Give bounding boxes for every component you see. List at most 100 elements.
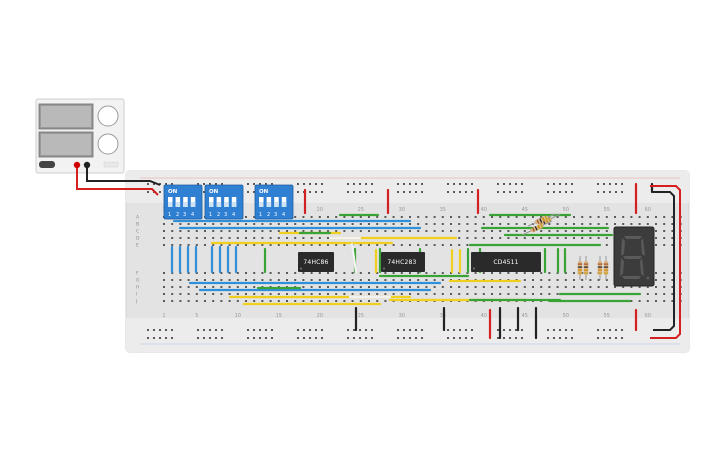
terminal-hole[interactable] bbox=[269, 237, 272, 239]
terminal-hole[interactable] bbox=[581, 237, 584, 239]
terminal-hole[interactable] bbox=[433, 223, 436, 225]
terminal-hole[interactable] bbox=[441, 272, 444, 274]
terminal-hole[interactable] bbox=[359, 286, 362, 288]
terminal-hole[interactable] bbox=[548, 237, 551, 239]
terminal-hole[interactable] bbox=[294, 293, 297, 295]
rail-hole[interactable] bbox=[565, 337, 567, 339]
terminal-hole[interactable] bbox=[294, 216, 297, 218]
rail-hole[interactable] bbox=[365, 329, 367, 331]
terminal-hole[interactable] bbox=[417, 244, 420, 246]
rail-hole[interactable] bbox=[565, 329, 567, 331]
terminal-hole[interactable] bbox=[269, 223, 272, 225]
terminal-hole[interactable] bbox=[261, 279, 264, 281]
terminal-hole[interactable] bbox=[195, 244, 198, 246]
terminal-hole[interactable] bbox=[351, 293, 354, 295]
terminal-hole[interactable] bbox=[655, 223, 657, 225]
rail-hole[interactable] bbox=[421, 183, 423, 185]
terminal-hole[interactable] bbox=[573, 223, 575, 225]
rail-hole[interactable] bbox=[397, 183, 399, 185]
terminal-hole[interactable] bbox=[163, 230, 165, 232]
rail-hole[interactable] bbox=[153, 329, 155, 331]
terminal-hole[interactable] bbox=[359, 230, 362, 232]
terminal-hole[interactable] bbox=[655, 300, 657, 302]
terminal-hole[interactable] bbox=[425, 244, 428, 246]
rail-hole[interactable] bbox=[565, 191, 567, 193]
terminal-hole[interactable] bbox=[540, 286, 543, 288]
rail-hole[interactable] bbox=[447, 183, 449, 185]
terminal-hole[interactable] bbox=[376, 216, 379, 218]
terminal-hole[interactable] bbox=[261, 223, 264, 225]
terminal-hole[interactable] bbox=[384, 272, 387, 274]
terminal-hole[interactable] bbox=[597, 223, 600, 225]
rail-hole[interactable] bbox=[447, 337, 449, 339]
terminal-hole[interactable] bbox=[564, 272, 567, 274]
terminal-hole[interactable] bbox=[376, 293, 379, 295]
terminal-hole[interactable] bbox=[204, 223, 206, 225]
terminal-hole[interactable] bbox=[450, 230, 452, 232]
rail-hole[interactable] bbox=[247, 329, 249, 331]
terminal-hole[interactable] bbox=[409, 279, 411, 281]
terminal-hole[interactable] bbox=[236, 244, 239, 246]
terminal-hole[interactable] bbox=[343, 300, 346, 302]
terminal-hole[interactable] bbox=[245, 279, 247, 281]
terminal-hole[interactable] bbox=[163, 279, 165, 281]
terminal-hole[interactable] bbox=[187, 230, 190, 232]
terminal-hole[interactable] bbox=[573, 272, 575, 274]
terminal-hole[interactable] bbox=[302, 286, 305, 288]
rail-hole[interactable] bbox=[403, 183, 405, 185]
terminal-hole[interactable] bbox=[228, 223, 231, 225]
terminal-hole[interactable] bbox=[245, 293, 247, 295]
rail-hole[interactable] bbox=[153, 337, 155, 339]
terminal-hole[interactable] bbox=[466, 286, 469, 288]
rail-hole[interactable] bbox=[359, 191, 361, 193]
terminal-hole[interactable] bbox=[277, 223, 280, 225]
terminal-hole[interactable] bbox=[474, 237, 477, 239]
terminal-hole[interactable] bbox=[302, 279, 305, 281]
rail-hole[interactable] bbox=[521, 337, 523, 339]
terminal-hole[interactable] bbox=[605, 237, 608, 239]
terminal-hole[interactable] bbox=[622, 223, 625, 225]
terminal-hole[interactable] bbox=[368, 279, 370, 281]
terminal-hole[interactable] bbox=[589, 216, 592, 218]
terminal-hole[interactable] bbox=[409, 216, 411, 218]
terminal-hole[interactable] bbox=[614, 286, 616, 288]
terminal-hole[interactable] bbox=[663, 237, 666, 239]
terminal-hole[interactable] bbox=[171, 237, 174, 239]
terminal-hole[interactable] bbox=[441, 279, 444, 281]
terminal-hole[interactable] bbox=[245, 237, 247, 239]
terminal-hole[interactable] bbox=[359, 244, 362, 246]
rail-hole[interactable] bbox=[621, 329, 623, 331]
rail-hole[interactable] bbox=[147, 329, 149, 331]
terminal-hole[interactable] bbox=[458, 223, 461, 225]
terminal-hole[interactable] bbox=[655, 230, 657, 232]
terminal-hole[interactable] bbox=[597, 230, 600, 232]
terminal-hole[interactable] bbox=[564, 237, 567, 239]
terminal-hole[interactable] bbox=[343, 230, 346, 232]
terminal-hole[interactable] bbox=[376, 272, 379, 274]
terminal-hole[interactable] bbox=[343, 244, 346, 246]
terminal-hole[interactable] bbox=[294, 300, 297, 302]
terminal-hole[interactable] bbox=[212, 237, 215, 239]
terminal-hole[interactable] bbox=[581, 279, 584, 281]
terminal-hole[interactable] bbox=[384, 300, 387, 302]
terminal-hole[interactable] bbox=[179, 223, 182, 225]
terminal-hole[interactable] bbox=[400, 244, 403, 246]
rail-hole[interactable] bbox=[153, 183, 155, 185]
rail-hole[interactable] bbox=[315, 329, 317, 331]
terminal-hole[interactable] bbox=[556, 223, 559, 225]
terminal-hole[interactable] bbox=[343, 293, 346, 295]
terminal-hole[interactable] bbox=[507, 216, 510, 218]
terminal-hole[interactable] bbox=[376, 286, 379, 288]
terminal-hole[interactable] bbox=[450, 293, 452, 295]
terminal-hole[interactable] bbox=[663, 244, 666, 246]
terminal-hole[interactable] bbox=[327, 230, 329, 232]
terminal-hole[interactable] bbox=[646, 293, 649, 295]
terminal-hole[interactable] bbox=[335, 216, 338, 218]
terminal-hole[interactable] bbox=[261, 237, 264, 239]
terminal-hole[interactable] bbox=[335, 300, 338, 302]
terminal-hole[interactable] bbox=[163, 244, 165, 246]
rail-hole[interactable] bbox=[471, 191, 473, 193]
terminal-hole[interactable] bbox=[384, 230, 387, 232]
terminal-hole[interactable] bbox=[261, 244, 264, 246]
terminal-hole[interactable] bbox=[236, 223, 239, 225]
